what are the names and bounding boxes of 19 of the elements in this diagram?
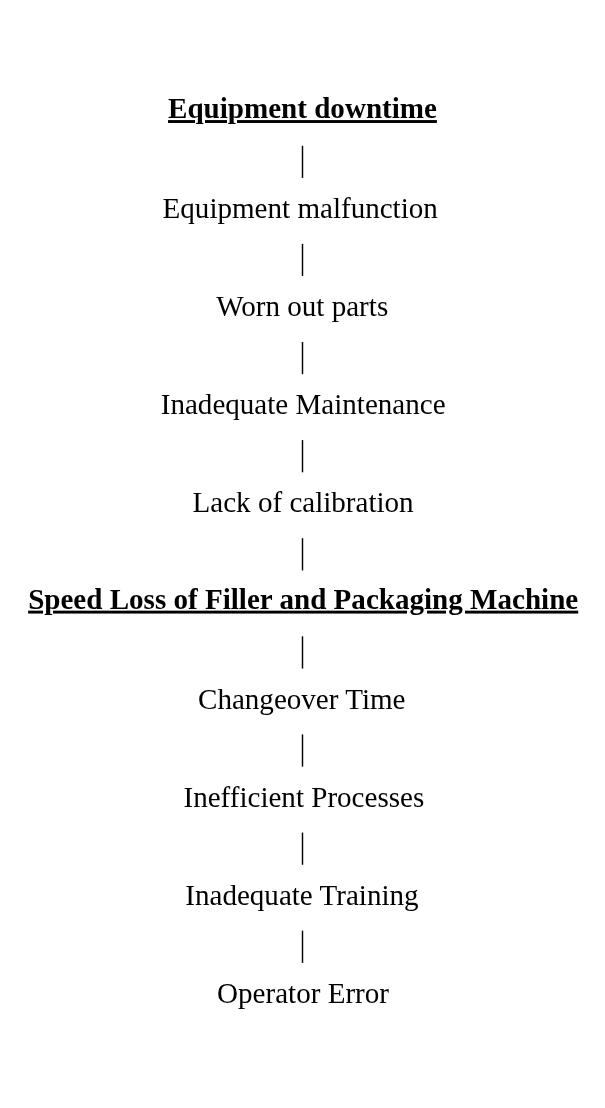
node-text: Worn out parts <box>216 289 389 322</box>
node-text: Speed Loss of Filler and Packaging Machine <box>28 582 579 615</box>
connector <box>301 635 304 669</box>
connector <box>301 831 304 865</box>
connector <box>301 242 304 277</box>
node-text: Equipment downtime <box>168 91 437 124</box>
node-text: Lack of calibration <box>192 485 414 518</box>
node-text: Operator Error <box>217 976 389 1009</box>
node-text: Changeover Time <box>198 682 406 715</box>
node-text: Equipment malfunction <box>162 191 438 224</box>
connector <box>301 438 304 473</box>
connector <box>301 340 304 375</box>
connector <box>301 929 304 964</box>
connector <box>301 733 304 767</box>
node-text: Inadequate Training <box>185 878 419 911</box>
connector <box>301 144 304 179</box>
node-text: Inadequate Maintenance <box>160 387 446 420</box>
connector <box>301 536 304 571</box>
node-text: Inefficient Processes <box>183 780 425 813</box>
